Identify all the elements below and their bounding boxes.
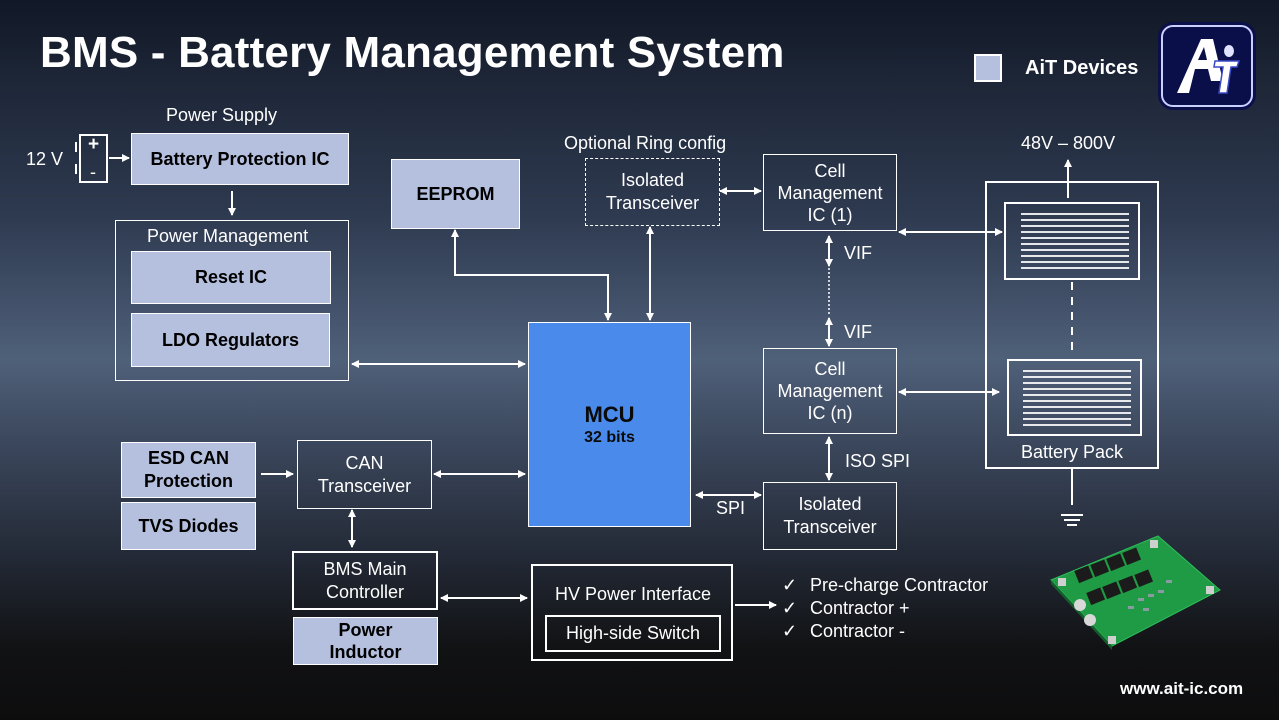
checklist-item-label: Contractor + [810, 598, 910, 618]
ring-transceiver-line1: Isolated [620, 170, 685, 190]
isolated-transceiver-block: Isolated Transceiver [763, 482, 897, 550]
cmic1-line3: IC (1) [807, 204, 853, 225]
legend-swatch [974, 54, 1002, 82]
hv-power-interface-label: HV Power Interface [555, 584, 712, 604]
mcu-block: MCU 32 bits [528, 322, 691, 527]
eeprom-block: EEPROM [391, 159, 520, 229]
vif-top-label: VIF [844, 243, 873, 263]
cell-block-bottom [1007, 359, 1142, 436]
bms-main-controller-block: BMS Main Controller [292, 551, 438, 610]
check-icon: ✓ [782, 575, 798, 595]
ait-logo-icon [1177, 39, 1241, 94]
bms-main-line1: BMS Main [323, 558, 407, 579]
checklist-item-label: Pre-charge Contractor [810, 575, 989, 595]
can-line2: Transceiver [317, 475, 412, 496]
cell-management-ic-1-block: Cell Management IC (1) [763, 154, 897, 231]
ldo-regulators-block: LDO Regulators [131, 313, 330, 367]
high-side-switch-label: High-side Switch [565, 623, 701, 643]
cell-block-top [1004, 202, 1140, 280]
ring-isolated-transceiver-block: Isolated Transceiver [585, 158, 720, 226]
iso-spi-label: ISO SPI [845, 451, 911, 471]
ldo-regulators-label: LDO Regulators [161, 329, 299, 350]
inductor-line1: Power [338, 620, 393, 640]
cell-management-ic-n-block: Cell Management IC (n) [763, 348, 897, 434]
esd-can-protection-block: ESD CAN Protection [121, 442, 256, 498]
mcu-subtitle: 32 bits [584, 428, 635, 446]
checklist-item: ✓ Pre-charge Contractor [782, 574, 988, 597]
ring-config-heading: Optional Ring config [564, 133, 727, 153]
cell-lines-top [1021, 213, 1129, 269]
power-management-heading: Power Management [147, 226, 309, 246]
wire-eeprom-mcu [451, 229, 612, 321]
ring-transceiver-line2: Transceiver [605, 193, 700, 213]
power-supply-heading: Power Supply [166, 105, 278, 125]
iso-transceiver-line2: Transceiver [783, 517, 877, 537]
esd-line2: Protection [143, 471, 233, 491]
page-title: BMS - Battery Management System [40, 28, 785, 77]
battery-minus-sign: - [90, 162, 96, 182]
iso-transceiver-line1: Isolated [798, 494, 862, 514]
battery-protection-ic-label: Battery Protection IC [150, 148, 330, 169]
battery-plus-sign: + [88, 134, 100, 155]
battery-cells [985, 181, 1159, 469]
cmic1-line2: Management [777, 182, 883, 203]
spi-label: SPI [716, 498, 746, 518]
reset-ic-block: Reset IC [131, 251, 331, 304]
can-line1: CAN [345, 452, 384, 473]
ait-logo [1161, 25, 1253, 107]
power-management-group: Power Management [115, 220, 349, 381]
battery-protection-ic-block: Battery Protection IC [131, 133, 349, 185]
esd-line1: ESD CAN [147, 448, 229, 468]
checklist-item-label: Contractor - [810, 621, 906, 641]
contactor-checklist: ✓ Pre-charge Contractor ✓ Contractor + ✓ Co… [782, 574, 988, 643]
battery-pack-outline [985, 181, 1159, 469]
inductor-line2: Inductor [329, 642, 402, 662]
can-transceiver-block: CAN Transceiver [297, 440, 432, 509]
mcu-title: MCU [584, 401, 635, 427]
battery-symbol [75, 134, 108, 183]
battery-pack-label: Battery Pack [1021, 442, 1124, 462]
check-icon: ✓ [782, 621, 798, 641]
high-side-switch-block: High-side Switch [545, 615, 721, 652]
voltage-12v-label: 12 V [26, 149, 64, 169]
tvs-diodes-label: TVS Diodes [138, 515, 239, 536]
check-icon: ✓ [782, 598, 798, 618]
checklist-item: ✓ Contractor - [782, 620, 988, 643]
voltage-range-label: 48V – 800V [1021, 133, 1116, 153]
cmicn-line2: Management [777, 381, 883, 401]
cmicn-line3: IC (n) [807, 403, 853, 423]
eeprom-label: EEPROM [416, 183, 495, 204]
tvs-diodes-block: TVS Diodes [121, 502, 256, 550]
vif-bottom-label: VIF [844, 322, 873, 342]
bms-main-line2: Controller [325, 581, 405, 602]
legend-label: AiT Devices [1025, 57, 1139, 79]
cell-lines-bottom [1023, 370, 1131, 426]
checklist-item: ✓ Contractor + [782, 597, 988, 620]
hv-power-interface-block: HV Power Interface High-side Switch [531, 564, 733, 661]
bms-pcb-image [1050, 535, 1221, 650]
power-inductor-block: Power Inductor [293, 617, 438, 665]
cmic1-line1: Cell [814, 160, 846, 181]
website-url[interactable]: www.ait-ic.com [1120, 679, 1244, 698]
cmicn-line1: Cell [814, 359, 846, 379]
reset-ic-label: Reset IC [194, 267, 268, 287]
